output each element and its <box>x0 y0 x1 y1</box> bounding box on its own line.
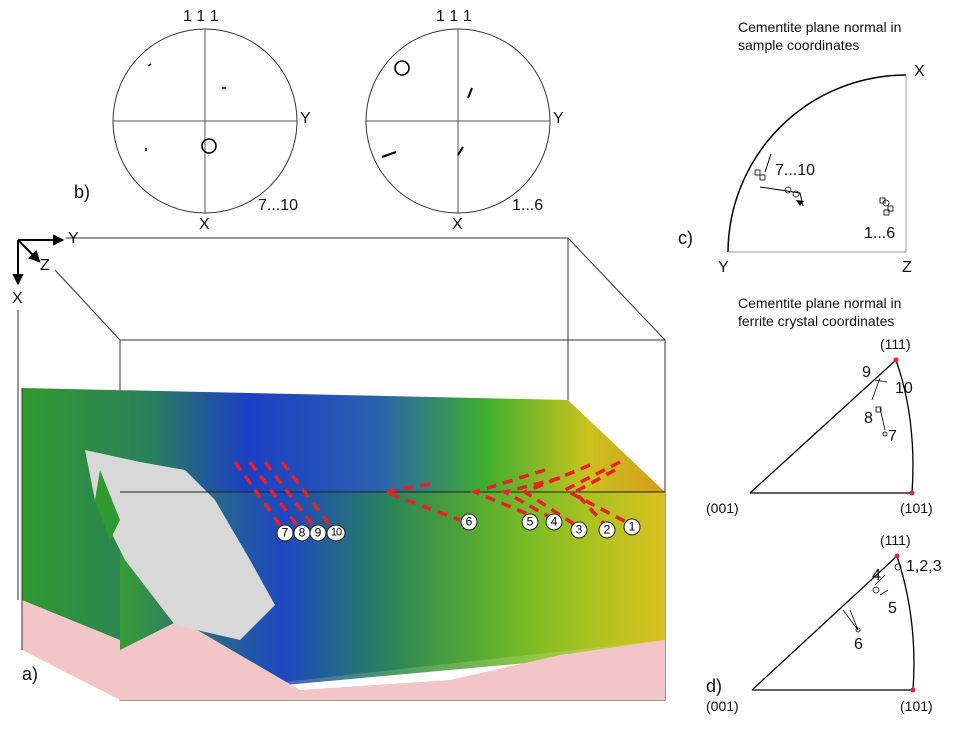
group-1-6: 1...6 <box>864 225 896 242</box>
panel-c-title: Cementite plane normal in <box>738 19 902 35</box>
panel-label-c: c) <box>678 228 693 248</box>
point-label-1-2-3: 1,2,3 <box>906 558 942 575</box>
axis-z-label: Z <box>40 257 50 274</box>
vertex-101: (101) <box>900 500 933 516</box>
points-label: 1...6 <box>512 197 544 214</box>
corner-z: Z <box>902 259 912 276</box>
vertex-001-bottom: (001) <box>706 698 739 714</box>
marker-4: 4 <box>545 513 563 531</box>
pole-figure-7-10 <box>112 28 298 214</box>
pole-figure-1-6 <box>365 28 551 214</box>
point-label-6: 6 <box>854 636 863 653</box>
axis-x-label: X <box>12 290 23 307</box>
vertex-101-bottom: (101) <box>900 698 933 714</box>
point-label-8: 8 <box>864 410 873 427</box>
corner-y: Y <box>718 259 729 276</box>
corner-x: X <box>914 63 925 80</box>
marker-2: 2 <box>598 521 616 539</box>
panel-d-title: Cementite plane normal in <box>738 295 902 311</box>
marker-8: 8 <box>293 524 311 542</box>
axis-label-y: Y <box>300 110 311 127</box>
marker-5: 5 <box>521 513 539 531</box>
axis-triad <box>12 234 65 286</box>
pole-label: 1 1 1 <box>436 8 472 25</box>
axis-y-label: Y <box>68 230 79 247</box>
ferrite-triangle-bottom <box>751 553 916 693</box>
ferrite-triangle-top <box>749 357 915 496</box>
pole-label: 1 1 1 <box>183 8 219 25</box>
point-label-9: 9 <box>862 364 871 381</box>
point-label-5: 5 <box>888 600 897 617</box>
vertex-001: (001) <box>706 500 739 516</box>
vertex-111: (111) <box>880 336 911 352</box>
point-label-7: 7 <box>888 428 897 445</box>
ebsd-map <box>21 388 665 700</box>
point-label-10: 10 <box>895 380 913 397</box>
marker-6: 6 <box>460 513 478 531</box>
points-label: 7...10 <box>258 197 299 214</box>
marker-9: 9 <box>309 524 327 542</box>
panel-c-subtitle: sample coordinates <box>738 37 860 53</box>
vertex-111-bottom: (111) <box>880 532 911 548</box>
panel-label-b: b) <box>74 182 91 202</box>
sample-coordinates-plot <box>727 74 907 253</box>
dashed-markers <box>233 460 633 534</box>
group-7-10: 7...10 <box>775 162 816 179</box>
panel-label-d: d) <box>706 676 723 696</box>
marker-3: 3 <box>570 521 588 539</box>
marker-1: 1 <box>623 518 641 536</box>
axis-label-x: X <box>452 216 463 233</box>
point-label-4: 4 <box>872 567 881 584</box>
marker-10: 10 <box>326 524 346 542</box>
panel-d-subtitle: ferrite crystal coordinates <box>738 313 895 329</box>
axis-label-y: Y <box>553 110 564 127</box>
marker-7: 7 <box>276 524 294 542</box>
axis-label-x: X <box>199 216 210 233</box>
panel-label-a: a) <box>22 664 39 684</box>
